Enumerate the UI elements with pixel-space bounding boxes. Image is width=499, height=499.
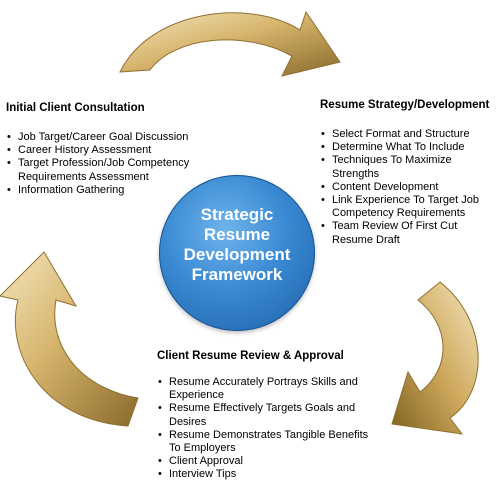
list-item: Interview Tips (157, 468, 372, 481)
framework-title-line: Framework (191, 265, 283, 284)
framework-circle: Strategic Resume Development Framework (159, 175, 315, 331)
bullet-list: Job Target/Career Goal Discussion Career… (6, 131, 192, 197)
list-item: Resume Demonstrates Tangible Benefits To… (157, 429, 372, 455)
framework-title: Strategic Resume Development Framework (159, 205, 315, 285)
section-heading: Initial Client Consultation (6, 102, 145, 114)
list-item: Target Profession/Job Competency Require… (6, 157, 192, 183)
review-approval-section: Client Resume Review & Approval Resume A… (157, 349, 372, 482)
framework-title-line: Resume (203, 225, 271, 244)
list-item: Career History Assessment (6, 144, 192, 157)
list-item: Select Format and Structure (320, 128, 495, 141)
left-cycle-arrow (0, 251, 139, 427)
initial-consultation-section: Initial Client Consultation Job Target/C… (6, 101, 192, 197)
list-item: Resume Accurately Portrays Skills and Ex… (157, 376, 372, 402)
list-item: Link Experience To Target Job Competency… (320, 194, 495, 220)
right-cycle-arrow (391, 281, 479, 435)
list-item: Information Gathering (6, 184, 192, 197)
list-item: Client Approval (157, 455, 372, 468)
list-item: Team Review Of First Cut Resume Draft (320, 220, 495, 246)
section-heading: Resume Strategy/Development (320, 99, 490, 111)
bullet-list: Resume Accurately Portrays Skills and Ex… (157, 376, 372, 482)
list-item: Determine What To Include (320, 141, 495, 154)
strategy-development-section: Resume Strategy/Development Select Forma… (320, 98, 495, 247)
list-item: Job Target/Career Goal Discussion (6, 131, 192, 144)
list-item: Content Development (320, 181, 495, 194)
framework-title-line: Development (183, 245, 291, 264)
framework-title-line: Strategic (200, 205, 274, 224)
section-heading: Client Resume Review & Approval (157, 350, 344, 362)
bullet-list: Select Format and Structure Determine Wh… (320, 128, 495, 247)
top-cycle-arrow (119, 10, 341, 77)
list-item: Techniques To Maximize Strengths (320, 154, 495, 180)
list-item: Resume Effectively Targets Goals and Des… (157, 402, 372, 428)
